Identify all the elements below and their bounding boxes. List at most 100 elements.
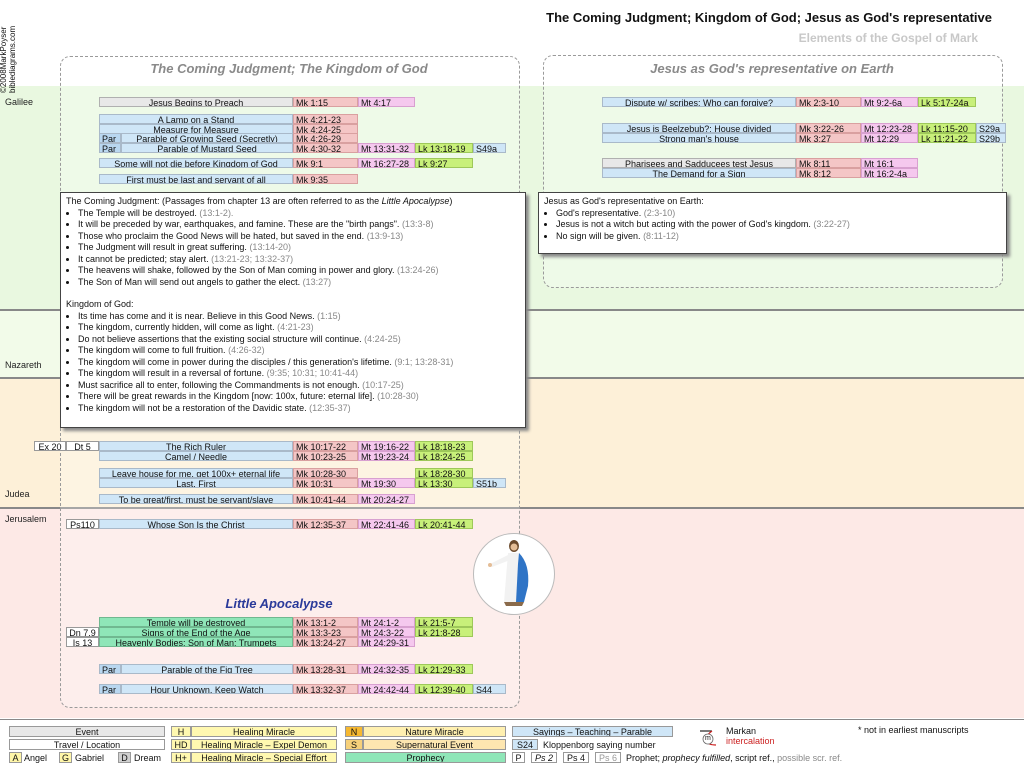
- luke-ref[interactable]: Lk 13:30: [415, 478, 473, 488]
- mark-ref[interactable]: Mk 12:35-37: [293, 519, 358, 529]
- jesus-figure-image: [473, 533, 555, 615]
- mark-ref[interactable]: Mk 8:11: [796, 158, 861, 168]
- jesus-figure-icon: [488, 540, 529, 606]
- matthew-ref[interactable]: Mt 16:1: [861, 158, 918, 168]
- parable-mustard-seed[interactable]: Parable of Mustard Seed: [121, 143, 293, 153]
- scripture-ref[interactable]: Ex 20: [34, 441, 66, 451]
- mark-ref[interactable]: Mk 13:3-23: [293, 627, 358, 637]
- saying-strong-man[interactable]: Strong man's house: [602, 133, 796, 143]
- mark-ref[interactable]: Mk 13:32-37: [293, 684, 358, 694]
- matthew-ref[interactable]: Mt 24:32-35: [358, 664, 415, 674]
- mark-ref[interactable]: Mk 10:23-25: [293, 451, 358, 461]
- matthew-ref[interactable]: Mt 24:3-22: [358, 627, 415, 637]
- saying-whose-son-christ[interactable]: Whose Son Is the Christ: [99, 519, 293, 529]
- matthew-ref[interactable]: Mt 22:41-46: [358, 519, 415, 529]
- judgment-list: The Temple will be destroyed. (13:1-2). …: [66, 208, 520, 289]
- matthew-ref[interactable]: Mt 19:16-22: [358, 441, 415, 451]
- copyright-vertical: ©2008MarkPoyser biblediagrams.com: [0, 25, 17, 93]
- saying-house-divided[interactable]: Jesus is Beelzebub?: House divided: [602, 123, 796, 133]
- scripture-ref[interactable]: Ps110: [66, 519, 99, 529]
- q-saying-ref[interactable]: S51b: [473, 478, 506, 488]
- mark-ref[interactable]: Mk 10:17-22: [293, 441, 358, 451]
- luke-ref[interactable]: Lk 20:41-44: [415, 519, 473, 529]
- saying-demand-for-sign[interactable]: The Demand for a Sign: [602, 168, 796, 178]
- list-item: The Temple will be destroyed. (13:1-2).: [78, 208, 520, 220]
- prophecy-heavenly-bodies[interactable]: Heavenly Bodies; Son of Man; Trumpets: [99, 637, 293, 647]
- representative-list: God's representative. (2:3-10) Jesus is …: [544, 208, 1001, 243]
- mark-ref[interactable]: Mk 2:3-10: [796, 97, 861, 107]
- saying-lamp-on-stand[interactable]: A Lamp on a Stand: [99, 114, 293, 124]
- luke-ref[interactable]: Lk 12:39-40: [415, 684, 473, 694]
- legend-separator: [0, 719, 1024, 720]
- mark-ref[interactable]: Mk 4:26-29: [293, 133, 358, 143]
- legend-travel: Travel / Location: [9, 739, 165, 750]
- q-saying-ref[interactable]: S49a: [473, 143, 506, 153]
- prophecy-signs-end-of-age[interactable]: Signs of the End of the Age: [99, 627, 293, 637]
- luke-ref[interactable]: Lk 13:18-19: [415, 143, 473, 153]
- luke-ref[interactable]: Lk 5:17-24a: [918, 97, 976, 107]
- luke-ref[interactable]: Lk 21:29-33: [415, 664, 473, 674]
- mark-ref[interactable]: Mk 3:22-26: [796, 123, 861, 133]
- legend-markan: Markan: [726, 726, 757, 736]
- saying-camel-needle[interactable]: Camel / Needle: [99, 451, 293, 461]
- matthew-ref[interactable]: Mt 12:29: [861, 133, 918, 143]
- parable-tag: Par: [99, 684, 121, 694]
- region-label-jerusalem: Jerusalem: [5, 514, 47, 524]
- matthew-ref[interactable]: Mt 24:42-44: [358, 684, 415, 694]
- luke-ref[interactable]: Lk 18:28-30: [415, 468, 473, 478]
- prophecy-temple-destroyed[interactable]: Temple will be destroyed: [99, 617, 293, 627]
- mark-ref[interactable]: Mk 13:1-2: [293, 617, 358, 627]
- scripture-ref[interactable]: Dn 7,9: [66, 627, 99, 637]
- luke-ref[interactable]: Lk 9:27: [415, 158, 473, 168]
- luke-ref[interactable]: Lk 11:15-20: [918, 123, 976, 133]
- matthew-ref[interactable]: Mt 20:24-27: [358, 494, 415, 504]
- mark-ref[interactable]: Mk 10:28-30: [293, 468, 358, 478]
- matthew-ref[interactable]: Mt 13:31-32: [358, 143, 415, 153]
- saying-last-first[interactable]: Last, First: [99, 478, 293, 488]
- legend-dream-tag: D: [118, 752, 131, 763]
- saying-servant-slave[interactable]: To be great/first, must be servant/slave: [99, 494, 293, 504]
- mark-ref[interactable]: Mk 8:12: [796, 168, 861, 178]
- matthew-ref[interactable]: Mt 24:29-31: [358, 637, 415, 647]
- saying-dispute-forgive[interactable]: Dispute w/ scribes: Who can forgive?: [602, 97, 796, 107]
- matthew-ref[interactable]: Mt 4:17: [358, 97, 415, 107]
- matthew-ref[interactable]: Mt 9:2-6a: [861, 97, 918, 107]
- saying-first-must-be-last[interactable]: First must be last and servant of all: [99, 174, 293, 184]
- matthew-ref[interactable]: Mt 12:23-28: [861, 123, 918, 133]
- legend-prophet-text: Prophet; prophecy fulfilled, script ref.…: [626, 753, 843, 763]
- matthew-ref[interactable]: Mt 16:2-4a: [861, 168, 918, 178]
- q-saying-ref[interactable]: S44: [473, 684, 506, 694]
- mark-ref[interactable]: Mk 9:1: [293, 158, 358, 168]
- saying-leave-house[interactable]: Leave house for me, get 100x+ eternal li…: [99, 468, 293, 478]
- mark-ref[interactable]: Mk 13:28-31: [293, 664, 358, 674]
- event-jesus-begins-to-preach[interactable]: Jesus Begins to Preach: [99, 97, 293, 107]
- saying-some-will-not-die[interactable]: Some will not die before Kingdom of God: [99, 158, 293, 168]
- matthew-ref[interactable]: Mt 19:30: [358, 478, 415, 488]
- scripture-ref[interactable]: Dt 5: [66, 441, 99, 451]
- mark-ref[interactable]: Mk 10:31: [293, 478, 358, 488]
- legend-gabriel: Gabriel: [75, 753, 105, 763]
- parable-growing-seed[interactable]: Parable of Growing Seed (Secretly): [121, 133, 293, 143]
- mark-ref[interactable]: Mk 1:15: [293, 97, 358, 107]
- luke-ref[interactable]: Lk 21:5-7: [415, 617, 473, 627]
- mark-ref[interactable]: Mk 10:41-44: [293, 494, 358, 504]
- mark-ref[interactable]: Mk 3:27: [796, 133, 861, 143]
- luke-ref[interactable]: Lk 21:8-28: [415, 627, 473, 637]
- matthew-ref[interactable]: Mt 24:1-2: [358, 617, 415, 627]
- mark-ref[interactable]: Mk 9:35: [293, 174, 358, 184]
- saying-hour-unknown[interactable]: Hour Unknown, Keep Watch: [121, 684, 293, 694]
- event-pharisees-test[interactable]: Pharisees and Sadducees test Jesus: [602, 158, 796, 168]
- matthew-ref[interactable]: Mt 16:27-28: [358, 158, 415, 168]
- saying-rich-ruler[interactable]: The Rich Ruler: [99, 441, 293, 451]
- q-saying-ref[interactable]: S29b: [976, 133, 1006, 143]
- parable-fig-tree[interactable]: Parable of the Fig Tree: [121, 664, 293, 674]
- matthew-ref[interactable]: Mt 19:23-24: [358, 451, 415, 461]
- scripture-ref[interactable]: Is 13: [66, 637, 99, 647]
- mark-ref[interactable]: Mk 13:24-27: [293, 637, 358, 647]
- luke-ref[interactable]: Lk 18:24-25: [415, 451, 473, 461]
- luke-ref[interactable]: Lk 11:21-22: [918, 133, 976, 143]
- q-saying-ref[interactable]: S29a: [976, 123, 1006, 133]
- mark-ref[interactable]: Mk 4:21-23: [293, 114, 358, 124]
- mark-ref[interactable]: Mk 4:30-32: [293, 143, 358, 153]
- luke-ref[interactable]: Lk 18:18-23: [415, 441, 473, 451]
